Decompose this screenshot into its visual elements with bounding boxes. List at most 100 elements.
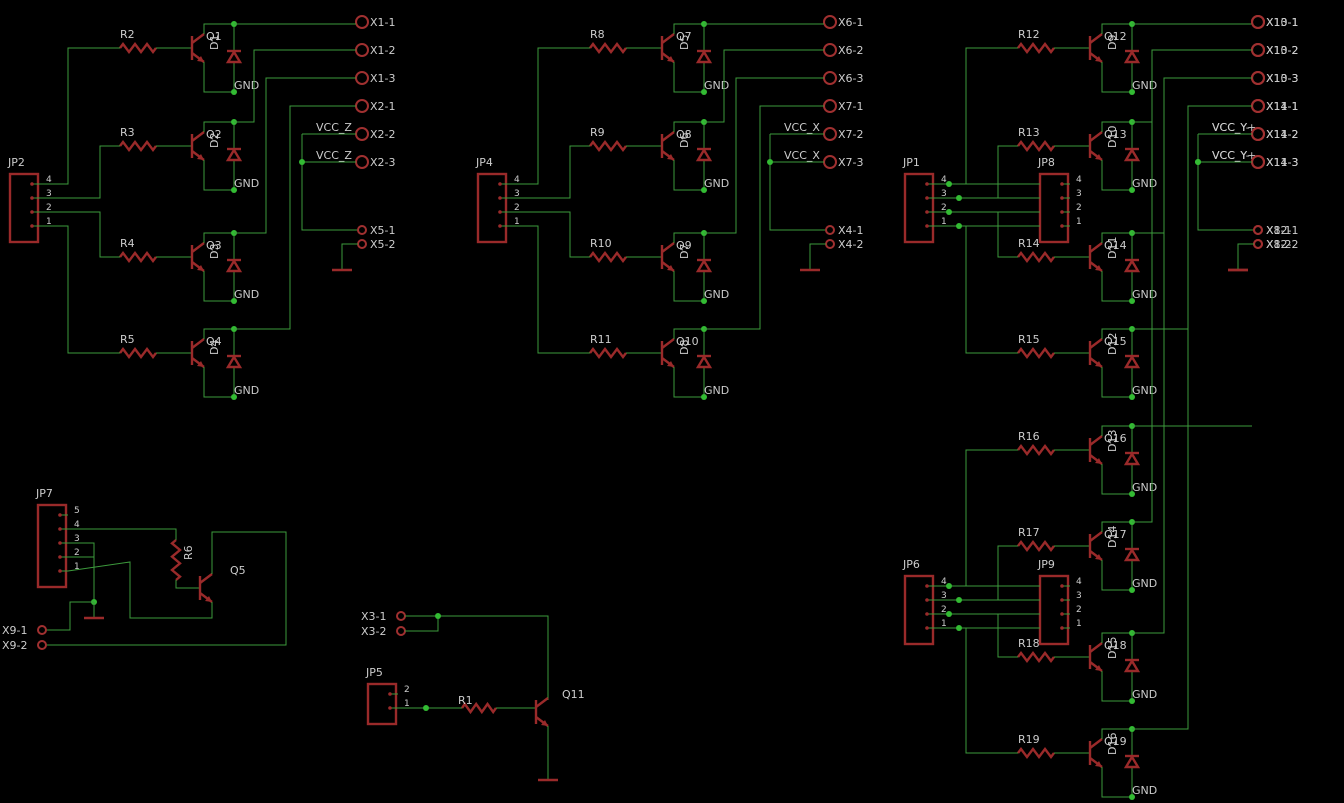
wire [769,134,826,231]
junction-dot [435,613,441,619]
wire [203,160,234,191]
resistor-label: R12 [1018,28,1040,41]
connector-label: X3-1 [361,610,387,623]
resistor-label: R14 [1018,237,1040,250]
wire [673,62,704,93]
pin-mark [58,555,62,559]
diode-label: D12 [1106,333,1119,355]
resistor-symbol [1017,347,1055,359]
diode-triangle [225,49,243,64]
transistor-collector [535,697,549,708]
junction-dot [231,394,237,400]
header-name: JP2 [7,156,25,169]
wire [68,542,95,558]
pin-number: 4 [941,175,947,185]
vcc-label: VCC_Z [316,149,352,162]
diode-label: D3 [208,244,221,259]
terminal-pad [823,99,837,113]
wire [935,449,1018,587]
terminal-pad [396,626,406,636]
pin-number: 1 [1076,217,1082,227]
emitter-arrow [667,154,674,160]
transistor-collector [661,33,675,44]
wire [935,145,1018,199]
terminal-pad [1251,99,1265,113]
resistor-label: R15 [1018,333,1040,346]
terminal-pad [1251,127,1265,141]
resistor-symbol [170,539,182,581]
pin-number: 1 [404,699,410,709]
output-label: X8-2 [1266,238,1292,251]
resistor-symbol [461,701,497,715]
connector-label: X9-2 [2,639,28,652]
diode-label: D16 [1106,733,1119,755]
vcc-label: VCC_Y- [1212,121,1250,134]
wire [341,243,358,268]
header-name: JP7 [35,487,53,500]
transistor-collector [1089,435,1103,446]
gnd-label: GND [1132,784,1157,797]
wire [234,77,356,234]
wire [1132,105,1252,730]
pin-mark [925,584,929,588]
header-body [1038,172,1070,244]
output-label: X2-3 [370,156,396,169]
pin-number: 4 [1076,577,1082,587]
resistor-symbol [589,251,627,263]
wire [203,232,234,243]
terminal-pad [1251,43,1265,57]
transistor-collector [191,338,205,349]
header-name: JP1 [902,156,920,169]
header-name: JP5 [365,666,383,679]
wire [673,328,704,339]
wire [68,528,177,540]
pin-mark [58,513,62,517]
resistor-symbol [589,140,627,152]
diode-triangle [1123,147,1141,162]
pin-number: 2 [514,203,520,213]
wire [935,613,1018,658]
transistor-label: Q9 [676,239,692,252]
diode-triangle [695,147,713,162]
pin-number: 3 [514,189,520,199]
gnd-label: GND [234,79,259,92]
diode-label: D9 [1106,35,1119,50]
pin-mark [925,182,929,186]
pin-number: 5 [74,506,80,516]
resistor-label: R3 [120,126,135,139]
junction-dot [946,209,952,215]
pin-mark [498,182,502,186]
terminal-pad [1253,239,1263,249]
header-body [903,574,935,646]
terminal-pad [1251,15,1265,29]
transistor-label: Q18 [1104,639,1127,652]
diode-triangle [225,258,243,273]
resistor-label: R13 [1018,126,1040,139]
emitter-arrow [1095,665,1102,671]
wire [405,615,549,700]
pin-number: 3 [74,534,80,544]
emitter-arrow [1095,458,1102,464]
wire [1101,121,1132,132]
resistor-label: R4 [120,237,135,250]
diode-triangle [1123,49,1141,64]
pin-number: 3 [1076,591,1082,601]
wire [1101,367,1132,398]
pin-number: 3 [1076,189,1082,199]
wire [1101,160,1132,191]
resistor-label: R11 [590,333,612,346]
transistor-label: Q3 [206,239,222,252]
pin-mark [498,210,502,214]
emitter-arrow [667,56,674,62]
resistor-symbol [119,251,157,263]
wire [1101,62,1132,93]
pin-number: 3 [941,591,947,601]
output-label: X14-1 [1266,100,1299,113]
output-label: X1-3 [370,72,396,85]
output-label: X1-2 [370,44,396,57]
